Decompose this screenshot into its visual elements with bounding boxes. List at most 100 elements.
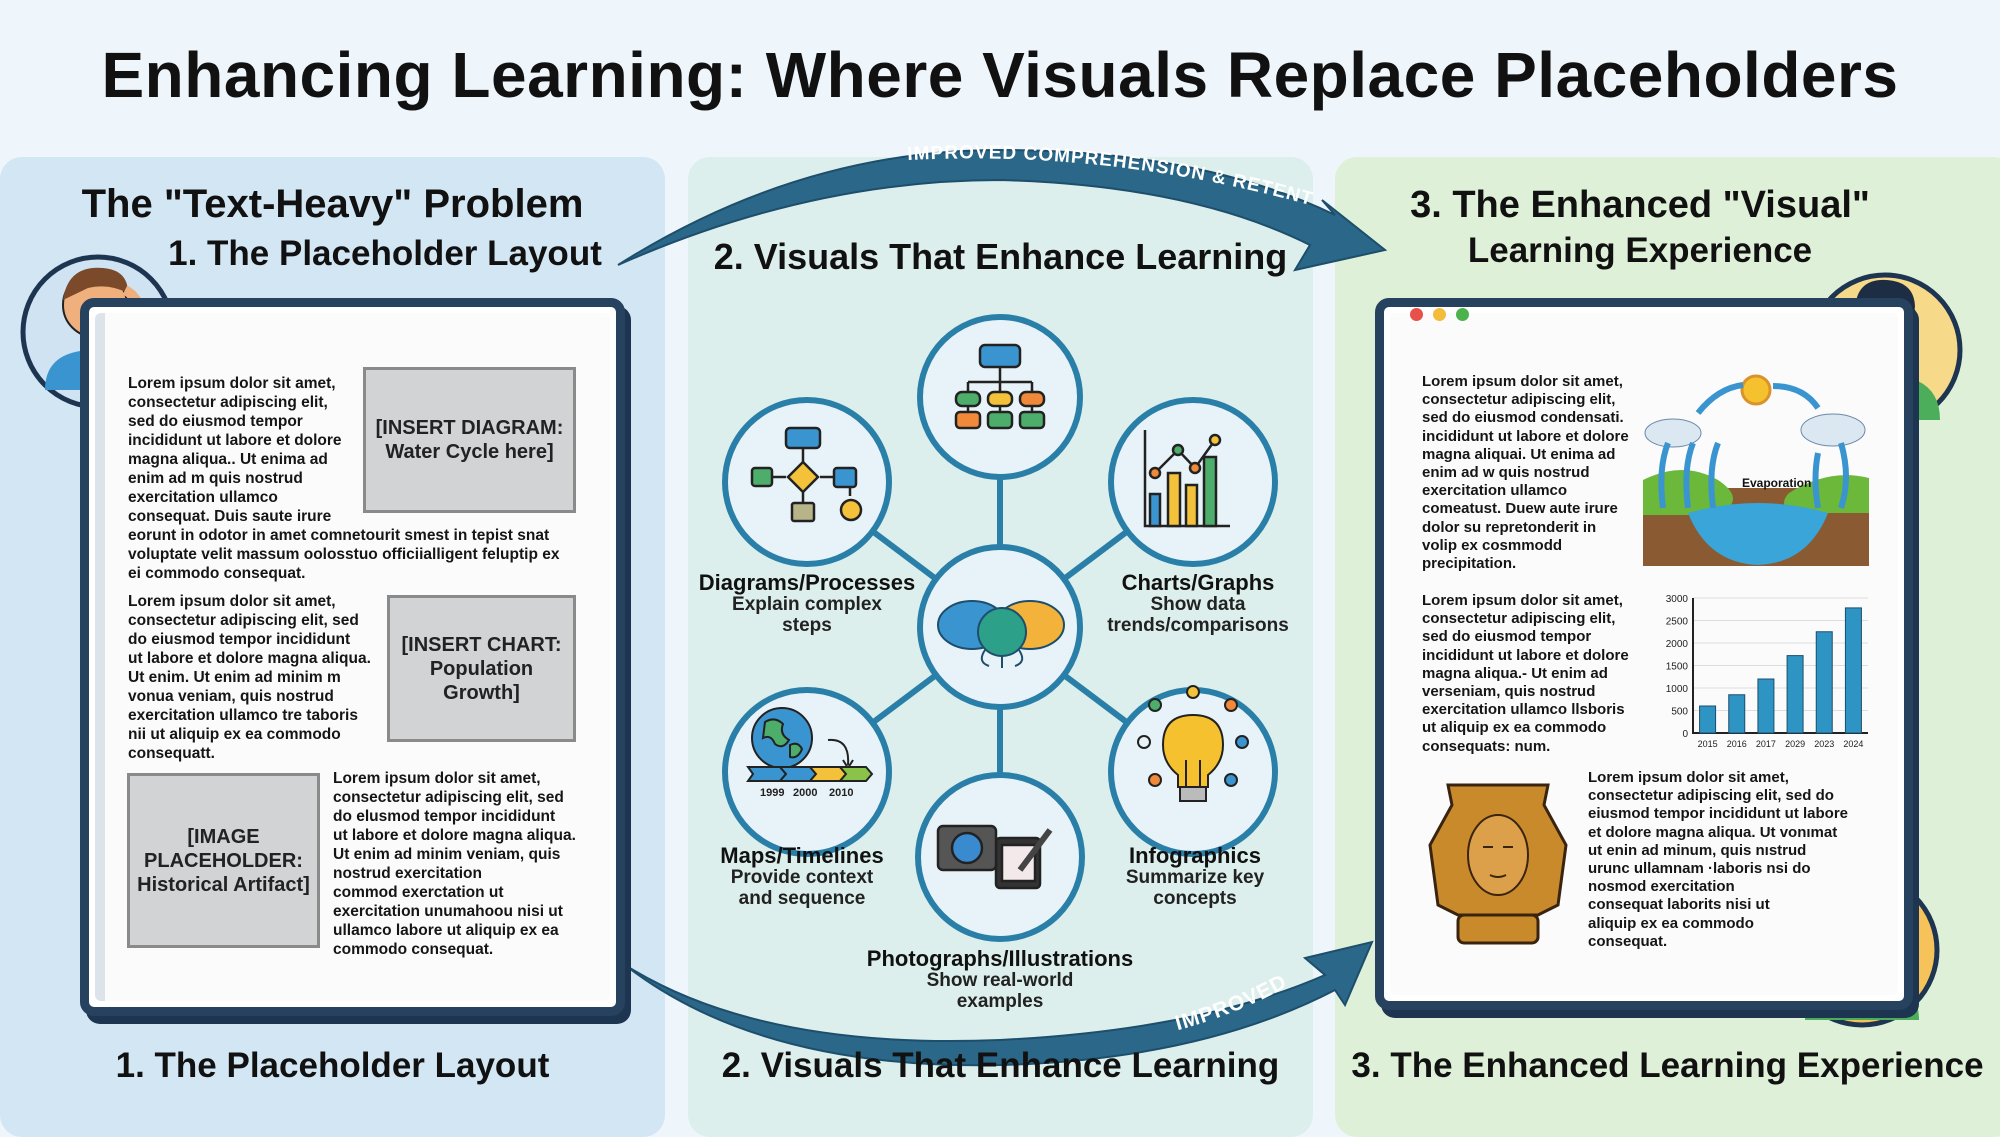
text-line: verseniam, quis nostrud (1422, 683, 1596, 701)
page-title: Enhancing Learning: Where Visuals Replac… (101, 39, 1899, 111)
text-line: magna aliqua.. Ut enima ad (128, 451, 328, 468)
y-tick-label: 3000 (1666, 594, 1689, 605)
text-block: Lorem ipsum dolor sit amet,consectetur a… (1588, 769, 1848, 951)
x-tick-label: 2015 (1698, 739, 1718, 749)
y-tick-label: 1000 (1666, 684, 1689, 695)
text-line: Lorem ipsum dolor sit amet, (1588, 769, 1789, 786)
text-line: consequats: num. (1422, 737, 1551, 755)
text-line: consequat. (1588, 932, 1668, 950)
text-block: Lorem ipsum dolor sit amet, consectetur a… (333, 769, 576, 959)
y-tick-label: 2000 (1666, 639, 1689, 650)
item-desc: and sequence (738, 888, 866, 909)
axes (1692, 598, 1868, 734)
y-tick-label: 500 (1671, 707, 1688, 718)
item-title: Diagrams/Processes (698, 570, 916, 595)
text-line: aliquip ex ea commodo (1588, 914, 1754, 932)
bar (1815, 631, 1833, 734)
globe-timeline-icon (746, 707, 874, 782)
timeline-year: 2010 (829, 787, 853, 799)
camera-tablet-icon (936, 824, 1053, 890)
text-line: et dolore magna aliqua. Ut vonımat (1588, 823, 1838, 841)
bar-chart-icon (1143, 430, 1230, 528)
x-tick-label: 2023 (1814, 739, 1834, 749)
y-tick-label: 1500 (1666, 662, 1689, 673)
y-tick-label: 0 (1682, 729, 1688, 740)
text-line: ut labore et dolore magna aliqua. (128, 650, 371, 667)
y-tick-label: 2500 (1666, 617, 1689, 628)
panel1-heading: The "Text-Heavy" Problem (81, 182, 584, 226)
text-line: consectetur adipiscing elit, sed do (1588, 787, 1834, 805)
text-line: dolor su repretonderit in (1422, 518, 1597, 536)
text-line: ut labore et dolore magna aliqua. (333, 827, 576, 844)
panel2-heading: 2. Visuals That Enhance Learning (713, 236, 1288, 277)
item-desc: Provide context (730, 867, 874, 888)
text-line: enim ad m quis nostrud (128, 470, 303, 487)
evaporation-label: Evaporation (1742, 476, 1811, 490)
text-line: ut enin ad minum, quis nıstrud (1588, 841, 1807, 859)
text-line: exercitation ullamco llsboris (1422, 701, 1625, 719)
item-desc: Show data (1150, 594, 1246, 615)
lightbulb-icon (1137, 685, 1249, 802)
text-line: exercitation unumahoou nisi ut (333, 903, 563, 920)
text-block: Lorem ipsum dolor sit amet,consectetur a… (128, 374, 559, 583)
item-desc: Show real-world (926, 970, 1074, 991)
text-line: Ut enim ad minim veniam, quis (333, 846, 561, 863)
timeline-year: 1999 (760, 787, 784, 799)
top-arrow: IMPROVED COMPREHENSION & RETENTION (0, 0, 1388, 272)
brain-clouds-icon (937, 600, 1065, 668)
text-line: Lorem ipsum dolor sit amet, (1422, 592, 1623, 609)
x-tick-label: 2016 (1727, 739, 1747, 749)
text-line: ei commodo consequat. (128, 565, 306, 582)
text-line: sed do eiusmod condensati. (1422, 409, 1624, 427)
text-line: magna aliquai. Ut enima ad (1422, 445, 1616, 463)
text-line: Ut enim. Ut enim ad minim m (128, 669, 341, 686)
x-tick-label: 2024 (1843, 739, 1863, 749)
x-tick-label: 2017 (1756, 739, 1776, 749)
flowchart-icon (750, 426, 863, 523)
text-line: consequat. Duis saute irure (128, 508, 332, 525)
panel3-heading-line: 3. The Enhanced "Visual" (1410, 184, 1870, 226)
item-title: Photographs/Illustrations (866, 946, 1134, 971)
text-line: consectetur adipiscing elit, (1422, 391, 1616, 409)
text-line: consectetur adipiscing elit, sed (333, 789, 564, 806)
text-line: ut aliquip ex ea commodo (1422, 719, 1607, 737)
item-desc: Summarize key (1125, 867, 1265, 888)
text-line: exercitation ullamco (1422, 482, 1568, 500)
text-line: precipitation. (1422, 555, 1517, 573)
text-line: consequatt. (128, 745, 215, 762)
text-line: magna aliqua.- Ut enim ad (1422, 664, 1608, 682)
bar (1699, 705, 1717, 734)
text-block: Lorem ipsum dolor sit amet,consectetur a… (1422, 373, 1629, 573)
window-close-dot (1410, 308, 1423, 321)
x-tick-label: 2029 (1785, 739, 1805, 749)
water-cycle-illustration: Evaporation (1643, 374, 1869, 566)
text-line: commodo consequat. (333, 941, 494, 958)
chart-circle (1108, 397, 1278, 567)
timeline-year: 2000 (793, 787, 817, 799)
text-line: urunc ullamnam ·laboris nsi do (1588, 860, 1811, 878)
text-line: incididunt ut labore et dolore (1422, 427, 1629, 445)
text-line: Lorem ipsum dolor sit amet, (333, 770, 541, 787)
text-line: Lorem ipsum dolor sit amet, (128, 593, 336, 610)
text-line: consectetur adipiscing elit, (128, 394, 328, 411)
item-desc: trends/comparisons (1107, 615, 1289, 636)
window-minimize-dot (1433, 308, 1446, 321)
text-block: Lorem ipsum dolor sit amet,consectetur a… (1422, 592, 1629, 756)
panel3-caption: 3. The Enhanced Learning Experience (1351, 1046, 1984, 1085)
window-maximize-dot (1456, 308, 1469, 321)
text-line: Lorem ipsum dolor sit amet, (1422, 373, 1623, 390)
text-block: Lorem ipsum dolor sit amet,consectetur a… (128, 592, 371, 763)
text-line: volip ex cosmmodd (1422, 536, 1563, 554)
hierarchy-icon (954, 343, 1046, 430)
panel3-heading-line: Learning Experience (1467, 231, 1813, 270)
text-line: vonua veniam, quis nostrud (128, 688, 334, 705)
text-line: incididunt ut labore et dolore (1422, 646, 1629, 664)
text-line: do eiusmod tempor incididunt (128, 631, 351, 648)
text-line: incididunt ut labore et dolore (128, 432, 342, 449)
text-line: comeatust. Duew aute irure (1422, 500, 1618, 518)
text-line: voluptate velit massum oolosstuo officii… (128, 546, 560, 563)
